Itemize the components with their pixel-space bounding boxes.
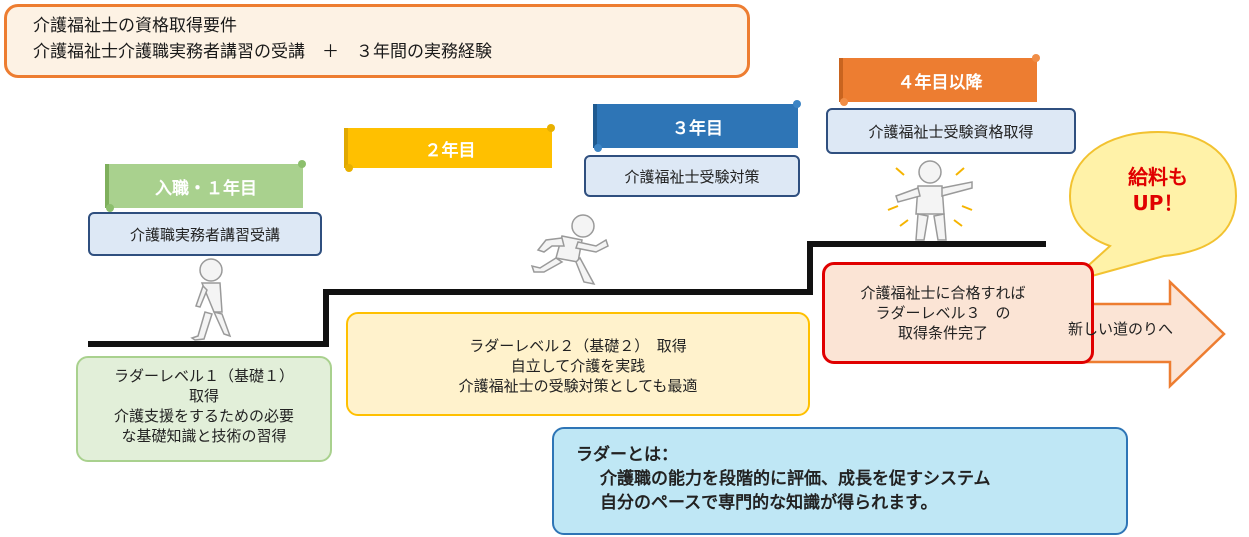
banner-year-3: ３年目 xyxy=(593,100,801,152)
walking-person-icon xyxy=(190,258,232,341)
speech-bubble-shape xyxy=(1068,130,1238,283)
requirements-header: 介護福祉士の資格取得要件 介護福祉士介護職実務者講習の受講 ＋ ３年間の実務経験 xyxy=(4,4,750,78)
salary-up-bubble-text: 給料も UP！ xyxy=(1100,164,1216,216)
header-subtitle: 介護福祉士介護職実務者講習の受講 ＋ ３年間の実務経験 xyxy=(33,42,492,62)
ladder-note-heading: ラダーとは： xyxy=(576,445,678,465)
level-1-line-2: 取得 xyxy=(188,387,219,405)
step-label-year-1: 介護職実務者講習受講 xyxy=(88,212,322,256)
level-3-line-1: 介護福祉士に合格すれば xyxy=(860,284,1026,302)
level-1-line-3: 介護支援をするための必要 xyxy=(113,407,294,425)
banner-year-1: 入職・１年目 xyxy=(105,160,306,212)
ladder-definition-box: ラダーとは： 介護職の能力を段階的に評価、成長を促すシステム 自分のペースで専門… xyxy=(552,427,1128,535)
banner-year-2: ２年目 xyxy=(344,124,555,172)
level-3-line-3: 取得条件完了 xyxy=(897,324,988,342)
level-2-line-2: 自立して介護を実践 xyxy=(510,357,646,375)
level-1-line-1: ラダーレベル１（基礎１） xyxy=(113,367,294,385)
level-1-line-4: な基礎知識と技術の習得 xyxy=(121,427,287,445)
level-2-line-3: 介護福祉士の受験対策としても最適 xyxy=(458,377,698,395)
step-label-year-4: 介護福祉士受験資格取得 xyxy=(826,108,1076,154)
running-person-icon xyxy=(530,214,609,286)
ladder-level-2-box: ラダーレベル２（基礎２） 取得 自立して介護を実践 介護福祉士の受験対策としても… xyxy=(346,312,810,416)
celebrating-person-icon xyxy=(887,160,973,241)
bubble-line-2: UP！ xyxy=(1132,191,1184,215)
new-path-label: 新しい道のりへ xyxy=(1068,320,1174,338)
header-title: 介護福祉士の資格取得要件 xyxy=(33,16,237,36)
ladder-level-1-box: ラダーレベル１（基礎１） 取得 介護支援をするための必要 な基礎知識と技術の習得 xyxy=(76,356,332,462)
level-2-line-1: ラダーレベル２（基礎２） 取得 xyxy=(469,337,687,355)
bubble-line-1: 給料も xyxy=(1128,165,1188,189)
ladder-note-line-1: 介護職の能力を段階的に評価、成長を促すシステム xyxy=(600,469,991,489)
ladder-level-3-box: 介護福祉士に合格すれば ラダーレベル３ の 取得条件完了 xyxy=(822,262,1094,364)
career-staircase xyxy=(88,241,1046,347)
step-label-year-3: 介護福祉士受験対策 xyxy=(584,155,800,197)
level-3-line-2: ラダーレベル３ の xyxy=(875,304,1011,322)
ladder-note-line-2: 自分のペースで専門的な知識が得られます。 xyxy=(600,493,938,513)
banner-year-4: ４年目以降 xyxy=(839,54,1040,106)
